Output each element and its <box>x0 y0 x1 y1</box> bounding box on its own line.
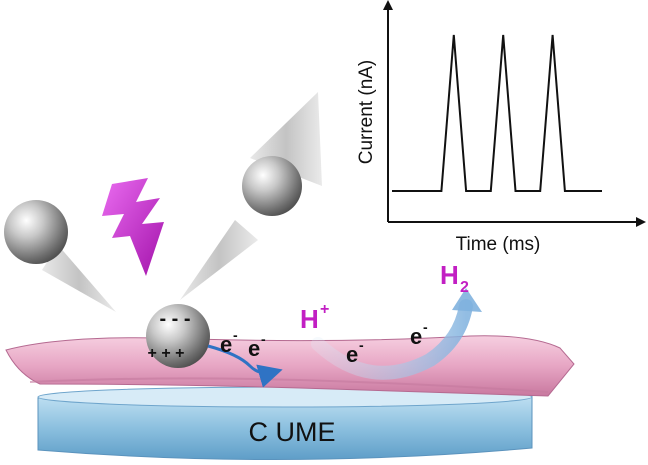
chart-x-axis-label: Time (ms) <box>456 234 541 255</box>
electron-label-4: e - <box>410 319 428 349</box>
svg-text:-: - <box>423 319 428 335</box>
chart-y-axis-arrowhead <box>383 0 393 10</box>
current-trace-line <box>392 34 602 192</box>
svg-text:e: e <box>220 332 232 357</box>
electrode-label: C UME <box>249 417 336 447</box>
light-cone-center <box>180 220 258 300</box>
svg-text:H: H <box>440 260 459 290</box>
nanoparticle-sphere-icon <box>146 304 210 368</box>
positive-charges: + + + <box>148 345 185 362</box>
proton-reduction-arrow <box>311 288 482 380</box>
hydrogen-label: H 2 <box>440 260 469 296</box>
svg-text:-: - <box>359 337 364 353</box>
nanoparticle-sphere-icon <box>4 200 68 264</box>
svg-text:-: - <box>233 327 238 343</box>
nanoparticle-sphere-icon <box>242 156 302 216</box>
svg-text:2: 2 <box>460 279 469 296</box>
lightning-bolt-icon <box>102 178 164 276</box>
negative-charges: - - - <box>159 308 190 330</box>
electron-transfer-arrow <box>207 344 283 388</box>
electron-label-1: e - <box>220 327 238 357</box>
pink-film-layer <box>5 335 575 397</box>
svg-text:H: H <box>300 304 319 334</box>
svg-text:+: + <box>320 301 329 318</box>
electron-label-3: e - <box>346 337 364 367</box>
svg-text:e: e <box>346 342 358 367</box>
proton-label: H + <box>300 301 329 334</box>
chart-y-axis-label: Current (nA) <box>356 60 377 165</box>
light-cone-left <box>42 245 116 312</box>
svg-text:e: e <box>248 336 260 361</box>
electron-label-2: e - <box>248 331 266 361</box>
inset-current-time-chart: Time (ms) Current (nA) <box>356 0 646 255</box>
svg-text:-: - <box>261 331 266 347</box>
chart-x-axis-arrowhead <box>636 217 646 227</box>
svg-text:e: e <box>410 324 422 349</box>
